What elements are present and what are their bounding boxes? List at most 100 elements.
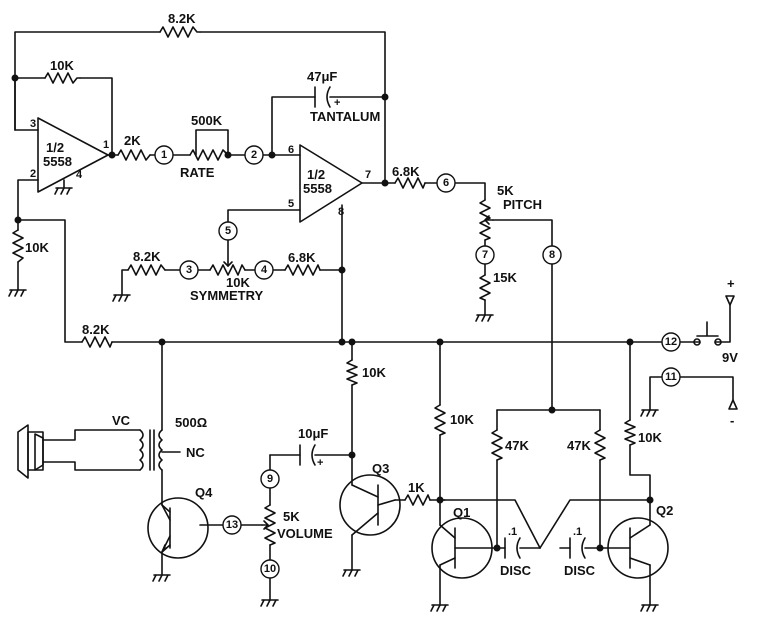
node-4: 4: [254, 260, 274, 280]
label-u1-pin3: 3: [30, 118, 36, 130]
label-q1: Q1: [453, 505, 470, 520]
label-r-8k2-rail: 8.2K: [82, 322, 110, 337]
label-pot-rate-name: RATE: [180, 165, 215, 180]
resistor-2k: [117, 149, 151, 161]
node-7: 7: [475, 245, 495, 265]
svg-text:7: 7: [482, 249, 488, 261]
label-r-10k-u1: 10K: [50, 58, 74, 73]
svg-text:1: 1: [161, 149, 167, 161]
opamp-u1: [37, 117, 109, 193]
node-8: 8: [542, 245, 562, 265]
resistor-1k: [404, 494, 431, 506]
svg-text:10: 10: [264, 563, 276, 575]
label-pot-pitch-name: PITCH: [503, 197, 542, 212]
resistor-10k-q3: [346, 359, 358, 386]
pot-rate: [189, 149, 229, 161]
label-cap-disc-a-value: .1: [508, 526, 517, 538]
svg-text:12: 12: [665, 336, 677, 348]
label-r-6k8-out: 6.8K: [392, 164, 420, 179]
svg-text:3: 3: [186, 264, 192, 276]
label-r-1k: 1K: [408, 480, 425, 495]
capacitor-47uf: [314, 86, 331, 108]
label-u1-line1: 1/2: [46, 140, 64, 155]
label-transformer-primary: 500Ω: [175, 415, 207, 430]
label-u2-pin5: 5: [288, 198, 294, 210]
label-cap-10uf: 10μF: [298, 426, 328, 441]
resistor-47k-a: [491, 429, 503, 461]
svg-text:2: 2: [251, 149, 257, 161]
label-pot-sym-name: SYMMETRY: [190, 288, 264, 303]
resistor-6k8-sym: [284, 264, 321, 276]
transformer: [139, 429, 181, 471]
label-u2-pin7: 7: [365, 169, 371, 181]
pot-volume: [264, 504, 276, 546]
resistor-8k2-sym: [127, 264, 166, 276]
svg-text:11: 11: [665, 371, 677, 383]
label-r-2k: 2K: [124, 133, 141, 148]
resistor-10k-u1: [44, 72, 81, 84]
label-q4: Q4: [195, 485, 213, 500]
label-r-6k8-sym: 6.8K: [288, 250, 316, 265]
ground-symbols: [8, 179, 659, 612]
label-r-47k-b: 47K: [567, 438, 591, 453]
label-cap-disc-b: DISC: [564, 563, 596, 578]
opamp-u2: [299, 144, 363, 223]
node-3: 3: [179, 260, 199, 280]
transistor-q4: [147, 497, 209, 559]
label-transformer-vc: VC: [112, 413, 131, 428]
label-q3: Q3: [372, 461, 389, 476]
node-12: 12: [661, 332, 681, 352]
label-r-47k-a: 47K: [505, 438, 529, 453]
wires: [14, 31, 734, 606]
pot-symmetry: [209, 264, 246, 276]
label-r-10k-q3: 10K: [362, 365, 386, 380]
node-13: 13: [222, 515, 242, 535]
label-cap-47uf-plus: +: [334, 97, 340, 109]
label-q2: Q2: [656, 503, 673, 518]
label-r-10k-left: 10K: [25, 240, 49, 255]
resistor-47k-b: [594, 429, 606, 461]
capacitor-disc-a: [504, 537, 521, 559]
label-u1-pin4: 4: [76, 169, 83, 181]
svg-text:8: 8: [549, 249, 555, 261]
resistor-10k-q1: [434, 404, 446, 436]
resistor-8k2-rail: [81, 336, 113, 348]
label-r-8k2-top: 8.2K: [168, 11, 196, 26]
label-r-15k: 15K: [493, 270, 517, 285]
svg-text:13: 13: [226, 519, 238, 531]
capacitors: [299, 86, 586, 559]
labels: 8.2K 10K 1/2 5558 3 2 1 4 2K 500K RATE 4…: [25, 11, 738, 578]
node-5: 5: [218, 221, 238, 241]
resistor-8k2-top: [159, 26, 201, 38]
label-pot-sym-value: 10K: [226, 275, 250, 290]
svg-text:5: 5: [225, 225, 231, 237]
label-cap-disc-b-value: .1: [573, 526, 582, 538]
resistors: [12, 26, 636, 546]
label-cap-47uf: 47μF: [307, 69, 337, 84]
resistor-10k-left: [12, 229, 24, 263]
label-pot-pitch-value: 5K: [497, 183, 514, 198]
label-pot-rate-value: 500K: [191, 113, 223, 128]
label-battery-9v: 9V: [722, 350, 738, 365]
battery-terminals: [725, 295, 738, 410]
label-battery-plus: +: [727, 276, 735, 291]
resistor-6k8-out: [394, 177, 426, 189]
svg-text:6: 6: [443, 177, 449, 189]
label-r-8k2-sym: 8.2K: [133, 249, 161, 264]
label-cap-47uf-type: TANTALUM: [310, 109, 380, 124]
label-u2-pin6: 6: [288, 144, 294, 156]
node-11: 11: [661, 367, 681, 387]
transistor-q1: [431, 517, 498, 579]
capacitor-10uf: [299, 444, 316, 466]
speaker-icon: [17, 424, 44, 479]
node-9: 9: [260, 469, 280, 489]
label-transformer-nc: NC: [186, 445, 205, 460]
svg-text:9: 9: [267, 473, 273, 485]
resistor-15k: [479, 274, 491, 301]
label-u1-pin2: 2: [30, 168, 36, 180]
svg-text:4: 4: [261, 264, 268, 276]
label-u1-line2: 5558: [43, 154, 72, 169]
label-u1-pin1: 1: [103, 139, 109, 151]
label-battery-minus: -: [730, 413, 734, 428]
